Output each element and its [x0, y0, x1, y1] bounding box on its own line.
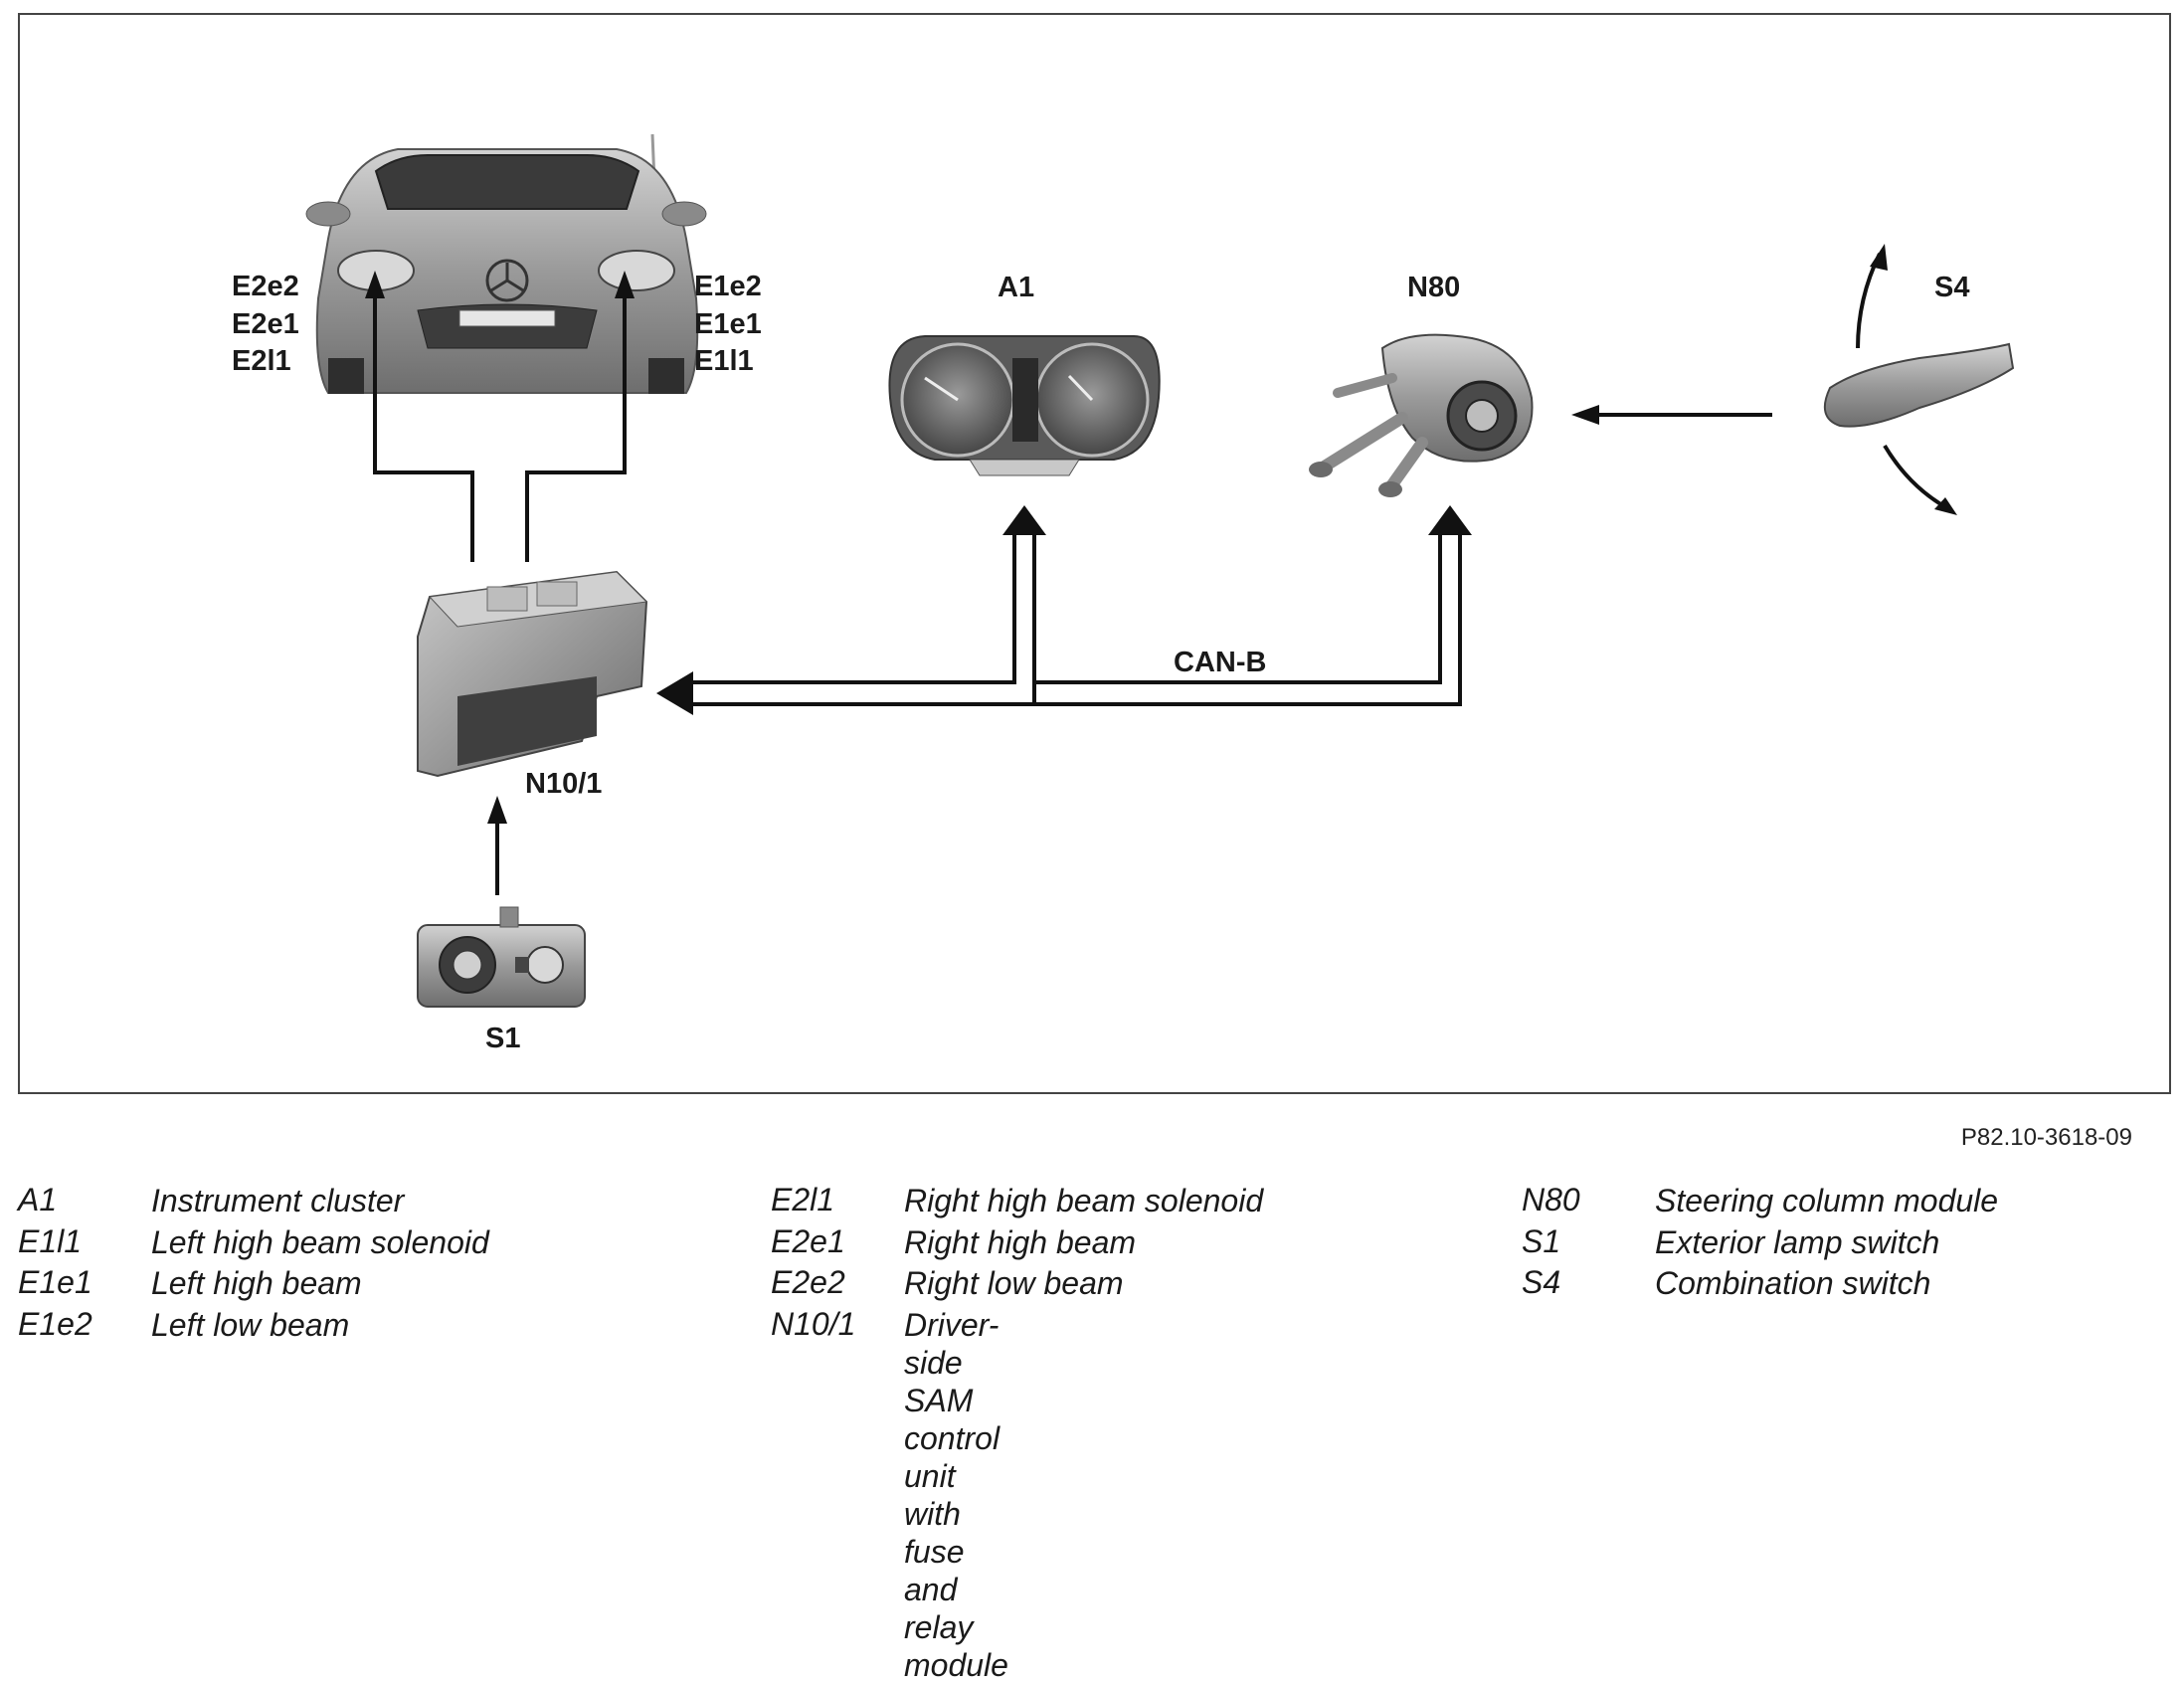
arrow-into-a1	[1002, 505, 1046, 535]
label-n80: N80	[1407, 272, 1460, 303]
lamp-label-e1e2: E1e2	[694, 271, 762, 302]
legend-desc: Instrument cluster	[151, 1183, 405, 1218]
legend-code: E2l1	[771, 1182, 835, 1217]
legend-desc: Left low beam	[151, 1306, 350, 1343]
instrument-cluster-image	[888, 335, 1161, 476]
headlamp-connection-lines	[373, 293, 627, 562]
arrow-right-headlamp	[615, 271, 635, 298]
legend-code: S4	[1522, 1264, 1561, 1300]
lamp-label-e2e2: E2e2	[232, 271, 299, 302]
legend-desc: Right low beam	[904, 1265, 1124, 1301]
legend-code: S1	[1522, 1222, 1561, 1259]
legend-desc: Combination switch	[1655, 1265, 1931, 1301]
arrow-into-n80-from-bus	[1428, 505, 1472, 535]
label-s4: S4	[1934, 272, 1969, 303]
label-can-b: CAN-B	[1174, 647, 1266, 678]
wiring-diagram: E2e2 E2e1 E2l1 E1e2 E1e1 E1l1 A1 N80 S4	[18, 13, 2171, 1094]
arrow-into-n10-1-from-s1	[487, 796, 507, 824]
steering-column-module-image	[1309, 333, 1534, 497]
arrow-left-headlamp	[365, 271, 385, 298]
legend-desc: Right high beam	[904, 1223, 1137, 1260]
can-b-bus-lines	[693, 535, 1462, 706]
legend-desc: Exterior lamp switch	[1655, 1223, 1940, 1260]
figure-id: P82.10-3618-09	[1960, 1124, 2132, 1151]
sam-control-unit-image	[417, 570, 648, 778]
lamp-label-e1e1: E1e1	[694, 308, 762, 340]
legend-desc: Left high beam	[151, 1265, 362, 1301]
combination-switch-image	[1823, 244, 2015, 515]
exterior-lamp-switch-image	[417, 906, 586, 1008]
legend: A1 Instrument cluster E1l1 Left high beam …	[0, 1182, 2184, 1683]
lamp-label-e2l1: E2l1	[232, 345, 291, 377]
legend-desc: Driver-side SAM control unit with fuse a…	[904, 1306, 1008, 1683]
legend-code: N80	[1522, 1182, 1580, 1217]
legend-desc: Right high beam solenoid	[904, 1183, 1264, 1218]
label-n10-1: N10/1	[525, 768, 602, 800]
lamp-label-e2e1: E2e1	[232, 308, 299, 340]
legend-code: E1e1	[18, 1264, 92, 1300]
label-a1: A1	[998, 272, 1034, 303]
arrow-into-n10-1	[656, 671, 693, 715]
legend-code: E1l1	[18, 1222, 83, 1259]
legend-desc: Left high beam solenoid	[151, 1223, 489, 1260]
legend-code: N10/1	[771, 1305, 856, 1342]
legend-desc: Steering column module	[1655, 1183, 1999, 1218]
label-s1: S1	[485, 1023, 520, 1054]
legend-code: E2e2	[771, 1264, 845, 1300]
car-image	[305, 133, 707, 394]
arrow-into-n80	[1571, 405, 1599, 425]
lamp-label-e1l1: E1l1	[694, 345, 754, 377]
legend-code: A1	[18, 1182, 58, 1217]
legend-code: E2e1	[771, 1222, 845, 1259]
legend-code: E1e2	[18, 1305, 92, 1342]
diagram-frame	[18, 13, 2171, 1094]
